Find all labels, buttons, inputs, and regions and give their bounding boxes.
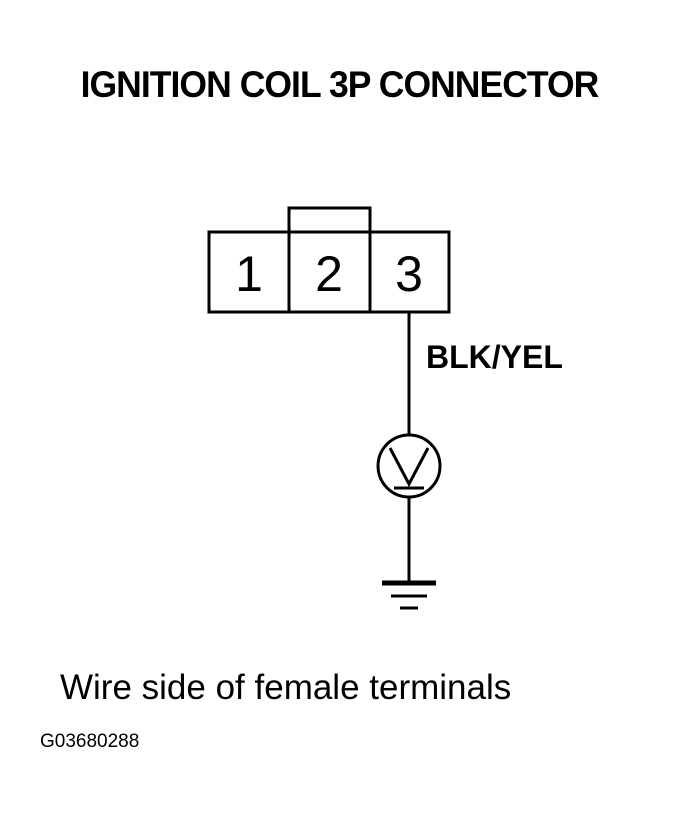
terminal-2-label: 2 xyxy=(315,246,343,302)
terminal-3-label: 3 xyxy=(395,246,423,302)
voltmeter-icon xyxy=(376,433,442,499)
diagram-caption: Wire side of female terminals xyxy=(60,668,512,707)
terminal-1-label: 1 xyxy=(235,246,263,302)
wire-label: BLK/YEL xyxy=(426,339,563,375)
diagram-title: IGNITION COIL 3P CONNECTOR xyxy=(80,64,600,105)
connector-housing xyxy=(207,206,451,314)
figure-id: G03680288 xyxy=(40,731,140,752)
ground-icon xyxy=(382,580,436,610)
